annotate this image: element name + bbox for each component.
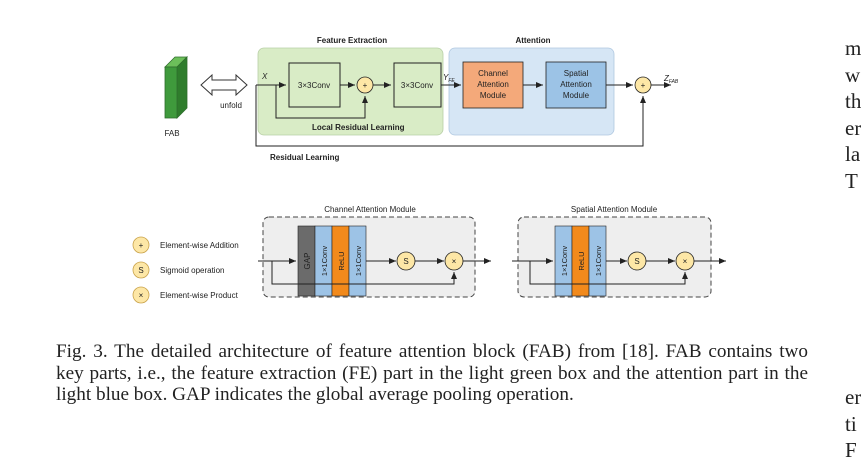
feature-extraction-title: Feature Extraction [317, 36, 387, 45]
right-line: m [845, 36, 861, 60]
cam-conv1-label: 1×1Conv [320, 246, 329, 276]
fab-block [164, 56, 188, 119]
right-line: th [845, 89, 861, 113]
cam-detail-box [262, 216, 476, 298]
channel-attention-line-3: Module [480, 91, 507, 100]
right-line: F [845, 438, 857, 462]
channel-attention-module-block [462, 61, 524, 109]
sam-conv2-label: 1×1Conv [594, 246, 603, 276]
residual-learning-label: Residual Learning [270, 153, 339, 162]
input-var-x: X [261, 72, 268, 81]
fab-label: FAB [164, 129, 179, 138]
legend-addition-text: Element-wise Addition [160, 241, 239, 250]
unfold-double-arrow-icon [200, 73, 248, 97]
right-line: T [845, 168, 858, 193]
legend-sigmoid-symbol: S [138, 266, 143, 275]
right-line: la [845, 142, 861, 166]
spatial-attention-line-3: Module [563, 91, 590, 100]
figure-caption: Fig. 3. The detailed architecture of fea… [56, 341, 808, 405]
legend-sigmoid-icon [132, 261, 150, 279]
output-var-z: ZFAB [663, 74, 679, 85]
cam-title: Channel Attention Module [324, 205, 416, 214]
legend-product-icon [132, 286, 150, 304]
sam-title: Spatial Attention Module [571, 205, 658, 214]
channel-attention-line-2: Attention [477, 80, 509, 89]
sam-relu-label: ReLU [577, 251, 586, 270]
spatial-attention-module-block [545, 61, 607, 109]
attention-title: Attention [515, 36, 550, 45]
right-column-fragment-bottom: er ti F [845, 384, 861, 464]
channel-attention-line-1: Channel [478, 69, 508, 78]
legend-product-symbol: × [139, 291, 144, 300]
sam-conv1-label: 1×1Conv [560, 246, 569, 276]
conv-block-1-label: 3×3Conv [298, 81, 330, 90]
right-column-fragment-top: m w th er la T [845, 35, 861, 194]
fab-architecture-figure: FAB unfold Feature Extraction Attention … [132, 36, 726, 304]
y-fe-var: YFE [443, 73, 455, 84]
cam-product-symbol: × [452, 257, 457, 266]
right-line: ti [845, 411, 857, 436]
local-residual-label: Local Residual Learning [312, 123, 405, 132]
spatial-attention-line-2: Attention [560, 80, 592, 89]
feature-extraction-box [257, 47, 444, 136]
legend-sigmoid-text: Sigmoid operation [160, 266, 224, 275]
legend-addition-icon [132, 236, 150, 254]
sam-product-symbol: × [683, 257, 688, 266]
conv-block-2-label: 3×3Conv [401, 81, 433, 90]
legend-addition-symbol: + [139, 241, 144, 250]
legend: + Element-wise Addition S Sigmoid operat… [132, 236, 239, 304]
sam-sigmoid-symbol: S [634, 257, 639, 266]
right-line: w [845, 62, 861, 87]
legend-product-text: Element-wise Product [160, 291, 239, 300]
right-line: er [845, 385, 861, 409]
right-line: er [845, 115, 861, 140]
unfold-label: unfold [220, 101, 242, 110]
addition-node-local-symbol: + [363, 81, 368, 90]
cam-relu-label: ReLU [337, 251, 346, 270]
addition-node-output-symbol: + [641, 81, 646, 90]
cam-sigmoid-symbol: S [403, 257, 408, 266]
cam-conv2-label: 1×1Conv [354, 246, 363, 276]
cam-gap-label: GAP [303, 253, 312, 270]
spatial-attention-line-1: Spatial [564, 69, 589, 78]
